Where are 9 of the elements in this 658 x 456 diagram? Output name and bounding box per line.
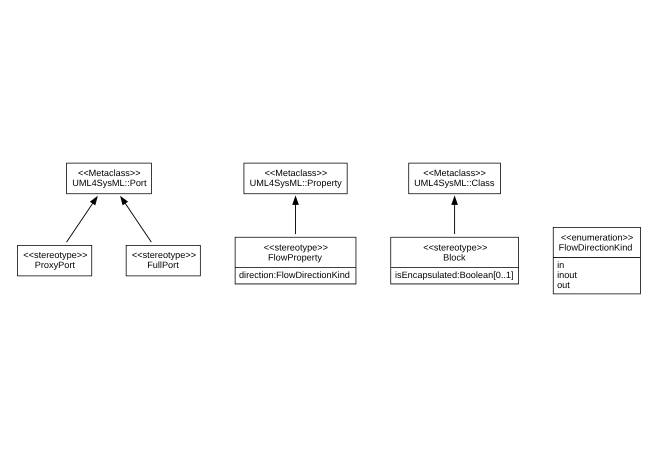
node-box: <<Metaclass>> UML4SysML::Port (66, 162, 152, 194)
node-box: <<stereotype>> FullPort (126, 244, 201, 276)
arrow (451, 194, 458, 234)
node-box: <<Metaclass>> UML4SysML::Class (408, 162, 501, 194)
node-box: <<Metaclass>> UML4SysML::Property (244, 162, 348, 194)
arrow (66, 195, 98, 242)
node-box: <<stereotype>> ProxyPort (17, 244, 92, 276)
arrow (292, 194, 299, 234)
arrow (120, 195, 152, 242)
